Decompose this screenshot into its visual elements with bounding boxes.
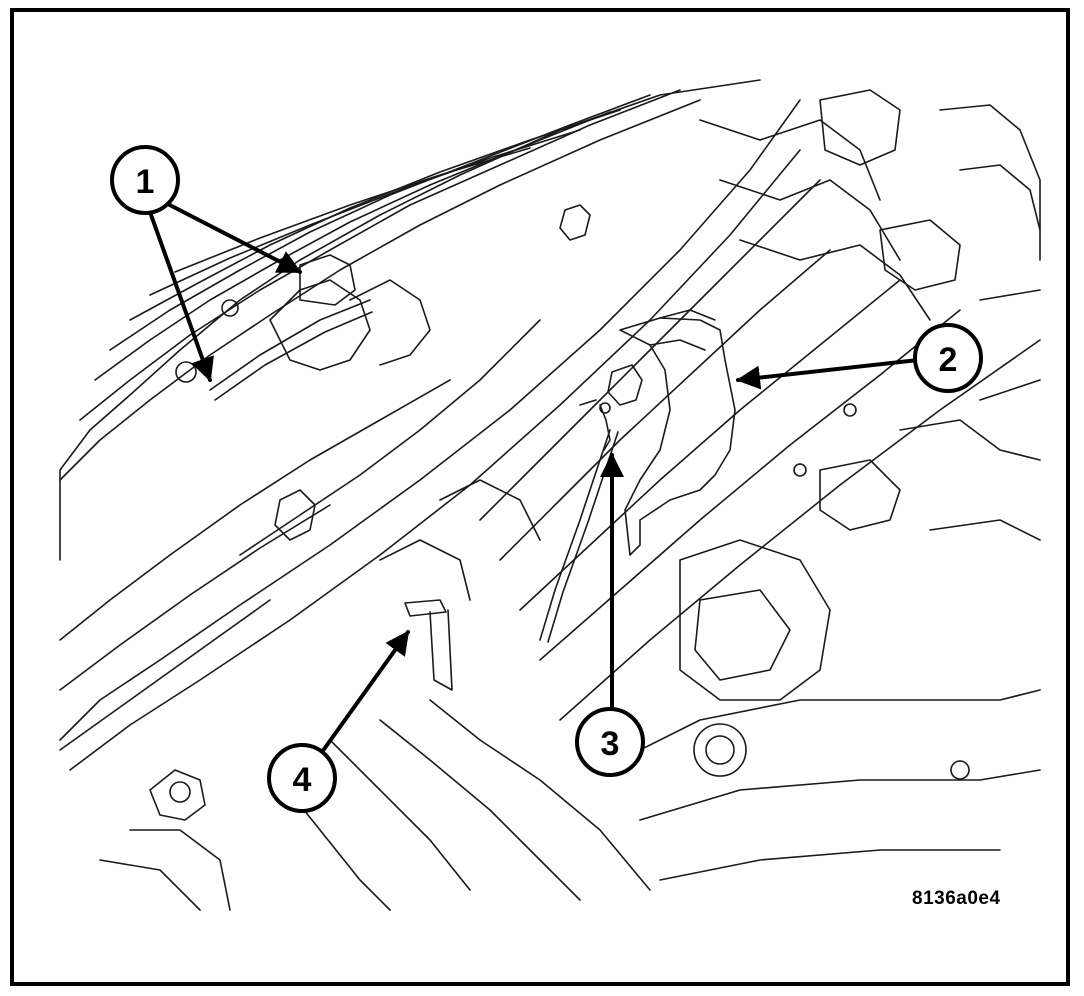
bracket-clip [404,599,453,691]
callout-3: 3 [575,707,645,777]
callout-1-number: 1 [136,163,155,201]
dipstick-tube [539,364,643,643]
callout-1: 1 [110,145,180,215]
leader-arrows [148,198,920,754]
callout-2-number: 2 [939,341,958,379]
engine-components [99,89,1041,911]
figure-id-label: 8136a0e4 [912,888,1001,909]
figure-frame [10,8,1070,986]
callout-4: 4 [267,743,337,813]
callout-2: 2 [913,323,983,393]
cowl-seal [209,254,373,401]
callout-4-number: 4 [293,761,312,799]
callout-3-number: 3 [601,725,620,763]
fender-panel [59,79,761,751]
heat-shield [619,309,736,556]
